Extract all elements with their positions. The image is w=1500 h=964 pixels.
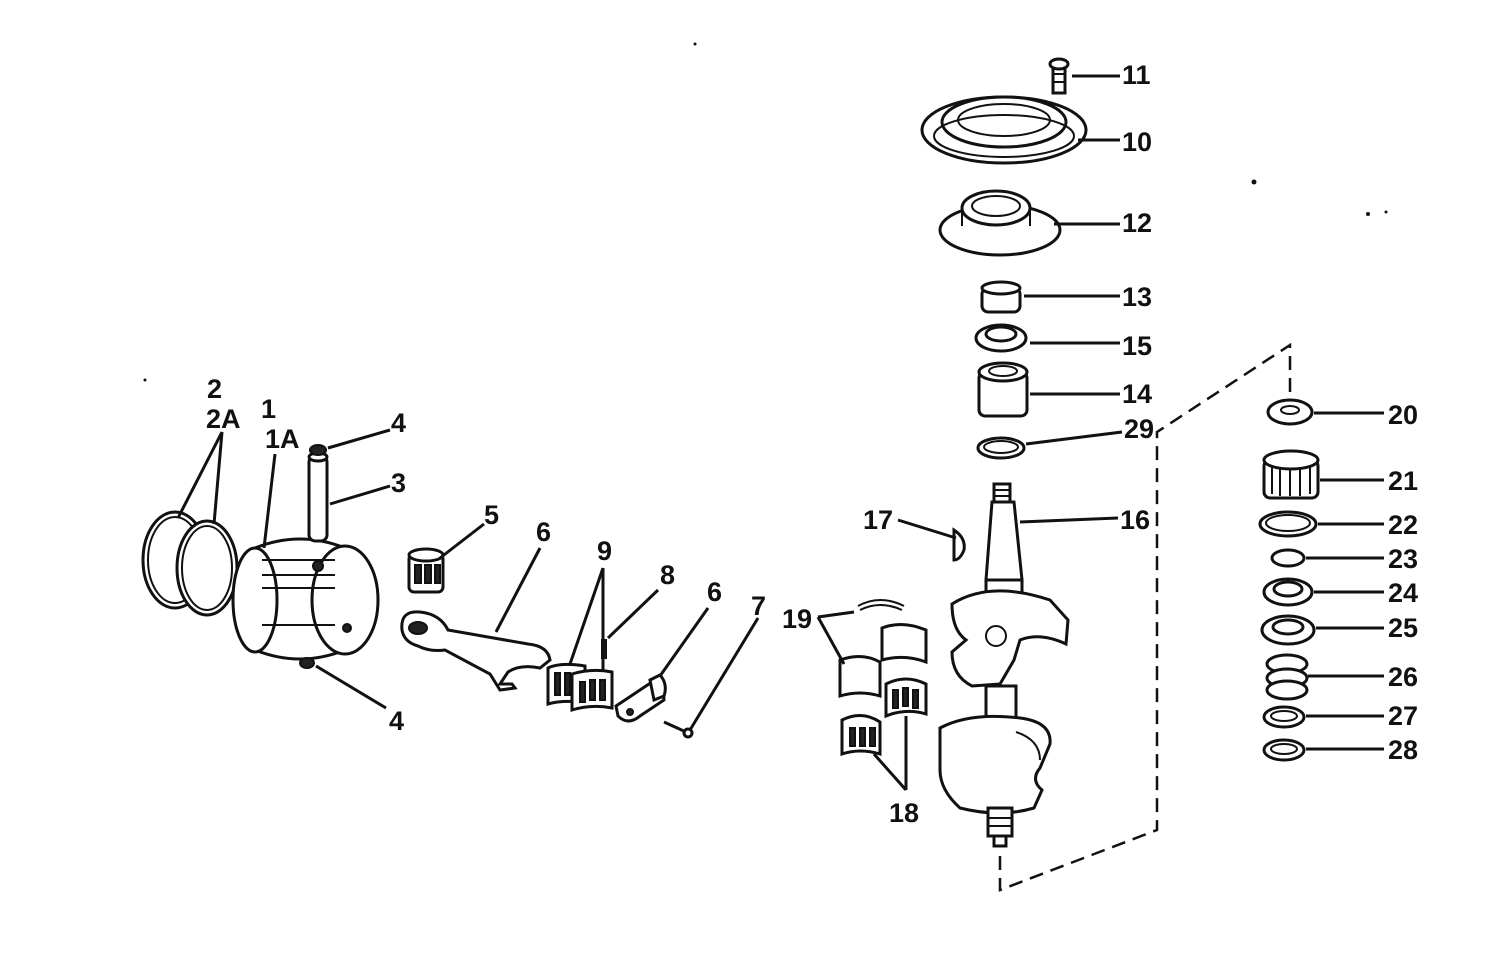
ring-27 bbox=[1262, 705, 1306, 729]
ring-28 bbox=[1262, 738, 1306, 762]
spring-26 bbox=[1265, 653, 1309, 701]
ring-22 bbox=[1258, 510, 1318, 538]
rod-cap bbox=[614, 673, 667, 723]
label-21: 21 bbox=[1388, 466, 1418, 496]
rod-screw bbox=[663, 720, 694, 739]
crankshaft bbox=[938, 482, 1070, 848]
main-roller-bearings bbox=[840, 677, 928, 757]
label-5: 5 bbox=[484, 500, 499, 530]
label-29: 29 bbox=[1124, 414, 1154, 444]
retaining-ring-top bbox=[309, 444, 327, 456]
key bbox=[952, 527, 966, 562]
assembly-guide-line bbox=[998, 342, 1292, 892]
wrist-pin-bearing bbox=[407, 547, 445, 594]
connecting-rod bbox=[400, 610, 552, 692]
seal-24 bbox=[1262, 577, 1314, 607]
retaining-ring-bottom bbox=[299, 657, 315, 669]
piston-pin bbox=[307, 451, 329, 543]
label-2a: 2A bbox=[206, 404, 241, 434]
label-8: 8 bbox=[660, 560, 675, 590]
label-16: 16 bbox=[1120, 505, 1150, 535]
label-3: 3 bbox=[391, 468, 406, 498]
label-14: 14 bbox=[1122, 379, 1152, 409]
label-7: 7 bbox=[751, 591, 766, 621]
label-1: 1 bbox=[261, 394, 276, 424]
piston-rings bbox=[141, 510, 239, 617]
needle-bearing bbox=[1262, 449, 1320, 500]
label-4-top: 4 bbox=[391, 408, 406, 438]
label-10: 10 bbox=[1122, 127, 1152, 157]
leader-lines-left bbox=[176, 428, 760, 731]
label-11: 11 bbox=[1122, 60, 1151, 90]
scan-specks bbox=[143, 42, 1388, 382]
o-ring bbox=[976, 436, 1026, 460]
leader-lines-right bbox=[1306, 411, 1384, 751]
label-6-rod: 6 bbox=[536, 517, 551, 547]
ring-23 bbox=[1270, 548, 1306, 568]
seal bbox=[974, 323, 1028, 353]
callout-labels: 2 2A 1 1A 4 3 4 5 6 9 8 6 7 11 10 12 13 … bbox=[206, 60, 1418, 828]
label-26: 26 bbox=[1388, 662, 1418, 692]
main-bearing bbox=[977, 361, 1029, 418]
seal-25 bbox=[1260, 614, 1316, 646]
bearing-retainer-halves bbox=[838, 599, 928, 699]
label-23: 23 bbox=[1388, 544, 1418, 574]
label-4-bottom: 4 bbox=[389, 706, 404, 736]
label-28: 28 bbox=[1388, 735, 1418, 765]
label-2: 2 bbox=[207, 374, 222, 404]
label-9: 9 bbox=[597, 536, 612, 566]
label-15: 15 bbox=[1122, 331, 1152, 361]
label-20: 20 bbox=[1388, 400, 1418, 430]
label-1a: 1A bbox=[265, 424, 300, 454]
label-13: 13 bbox=[1122, 282, 1152, 312]
label-25: 25 bbox=[1388, 613, 1418, 643]
washer bbox=[1266, 398, 1314, 426]
label-19: 19 bbox=[782, 604, 812, 634]
retainer-plate bbox=[920, 95, 1088, 165]
label-24: 24 bbox=[1388, 578, 1418, 608]
label-18: 18 bbox=[889, 798, 919, 828]
piston bbox=[231, 537, 380, 661]
label-12: 12 bbox=[1122, 208, 1152, 238]
label-27: 27 bbox=[1388, 701, 1418, 731]
rod-bearings bbox=[546, 662, 614, 713]
bushing bbox=[980, 280, 1022, 314]
leader-lines-center bbox=[816, 74, 1123, 791]
label-6-cap: 6 bbox=[707, 577, 722, 607]
bearing-housing bbox=[938, 189, 1062, 257]
screw bbox=[1048, 57, 1070, 95]
label-22: 22 bbox=[1388, 510, 1418, 540]
label-17: 17 bbox=[863, 505, 893, 535]
